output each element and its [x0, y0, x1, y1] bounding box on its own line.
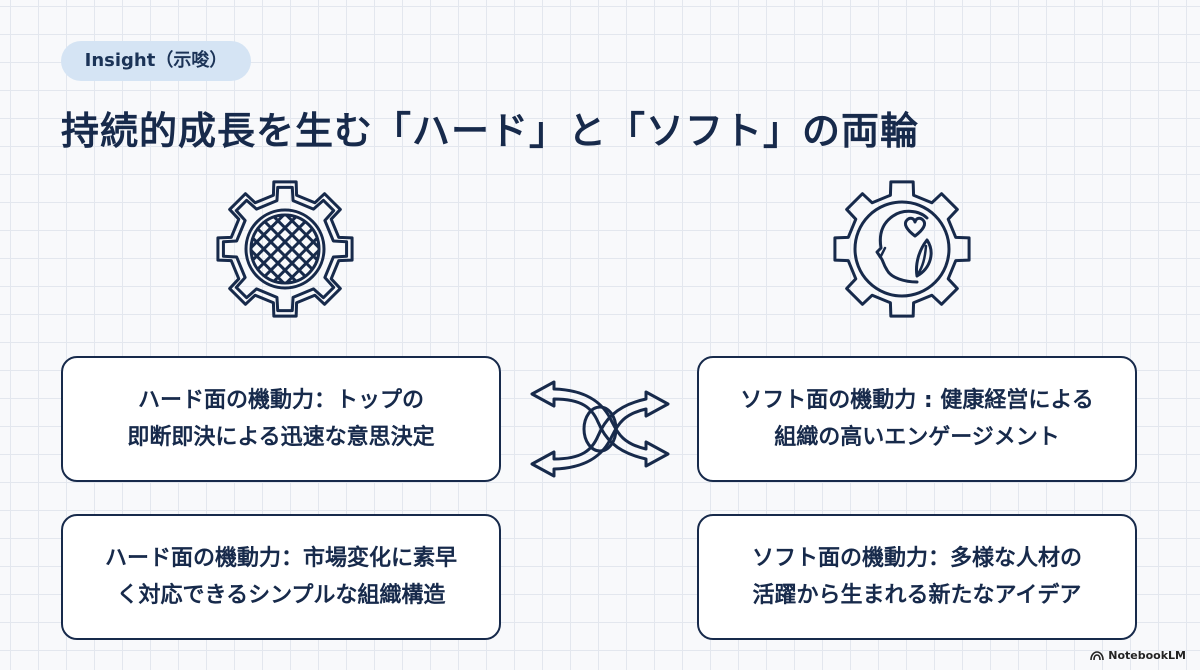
gear-outline	[216, 180, 354, 318]
card-text: ソフト面の機動力：多様な人材の 活躍から生まれる新たなアイデア	[751, 546, 1082, 608]
gear-inner-outline	[221, 185, 349, 313]
card-hard-organization-structure: ハード面の機動力：市場変化に素早 く対応できるシンプルな組織構造	[61, 514, 501, 640]
card-text: ハード面の機動力：トップの 即断即決による迅速な意思決定	[127, 388, 435, 450]
gear-with-head-and-heart-icon	[831, 178, 973, 320]
notebooklm-logo-icon	[1090, 650, 1105, 660]
card-hard-decision-making: ハード面の機動力：トップの 即断即決による迅速な意思決定	[61, 356, 501, 482]
notebooklm-watermark: NotebookLM	[1090, 649, 1186, 662]
card-soft-engagement: ソフト面の機動力 : 健康経営による 組織の高いエンゲージメント	[697, 356, 1137, 482]
gear-outline	[833, 180, 971, 318]
slide-title: 持続的成長を生む「ハード」と「ソフト」の両輪	[61, 109, 920, 153]
card-soft-diverse-talent: ソフト面の機動力：多様な人材の 活躍から生まれる新たなアイデア	[697, 514, 1137, 640]
card-text: ハード面の機動力：市場変化に素早 く対応できるシンプルな組織構造	[104, 546, 457, 608]
insight-badge: Insight（示唆）	[61, 41, 251, 81]
gear-inner-ring	[853, 200, 951, 298]
brand-label: NotebookLM	[1108, 649, 1186, 662]
card-text: ソフト面の機動力 : 健康経営による 組織の高いエンゲージメント	[740, 388, 1094, 450]
interlocking-bidirectional-arrows-icon	[520, 362, 680, 496]
gear-with-woven-pattern-icon	[214, 178, 356, 320]
